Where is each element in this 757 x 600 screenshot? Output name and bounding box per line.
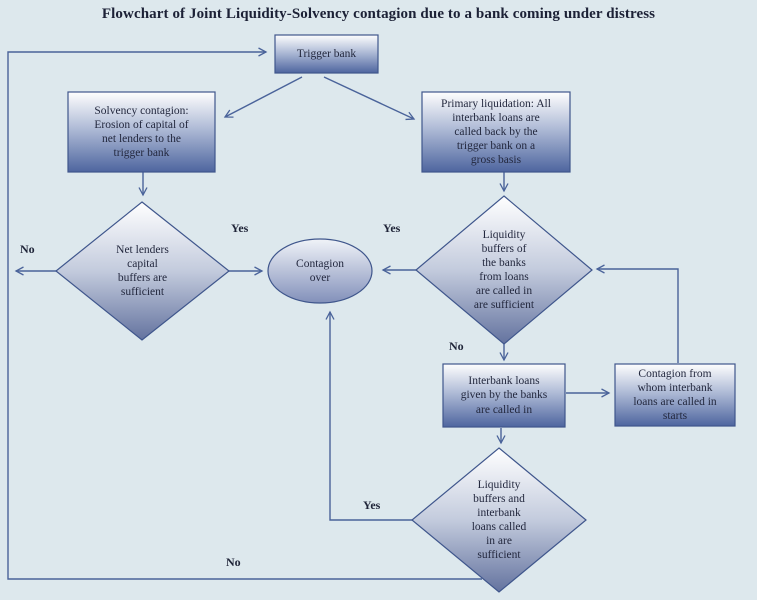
node-interbank-loans-called: [442, 363, 566, 428]
edge-label-bottom-diamond-yes: Yes: [363, 498, 381, 512]
node-trigger-bank: [274, 34, 379, 74]
page-title: Flowchart of Joint Liquidity-Solvency co…: [101, 6, 656, 22]
edge-trigger-to-solvency: [223, 76, 303, 118]
node-net-lenders-buffers-diamond: [55, 201, 230, 341]
node-contagion-starts: [614, 363, 736, 427]
edge-label-liquidity-buffers-no: No: [449, 339, 464, 353]
node-contagion-over-ellipse: [267, 238, 373, 304]
edge-label-liquidity-buffers-yes: Yes: [383, 221, 401, 235]
node-solvency-contagion: [67, 91, 216, 173]
edge-label-net-lenders-no: No: [20, 242, 35, 256]
edge-trigger-to-primary: [323, 76, 416, 121]
edge-bottom-diamond-yes-to-contagion-over: [325, 310, 412, 521]
edge-label-bottom-diamond-no: No: [226, 555, 241, 569]
edge-contagion-starts-to-liquidity-buffers: [595, 264, 679, 363]
edge-label-net-lenders-yes: Yes: [231, 221, 249, 235]
node-liquidity-buffers-diamond: [415, 195, 593, 345]
edge-bottom-no-feedback-to-trigger: [7, 47, 482, 580]
node-liquidity-and-interbank-diamond: [411, 447, 587, 593]
node-primary-liquidation: [421, 91, 571, 173]
